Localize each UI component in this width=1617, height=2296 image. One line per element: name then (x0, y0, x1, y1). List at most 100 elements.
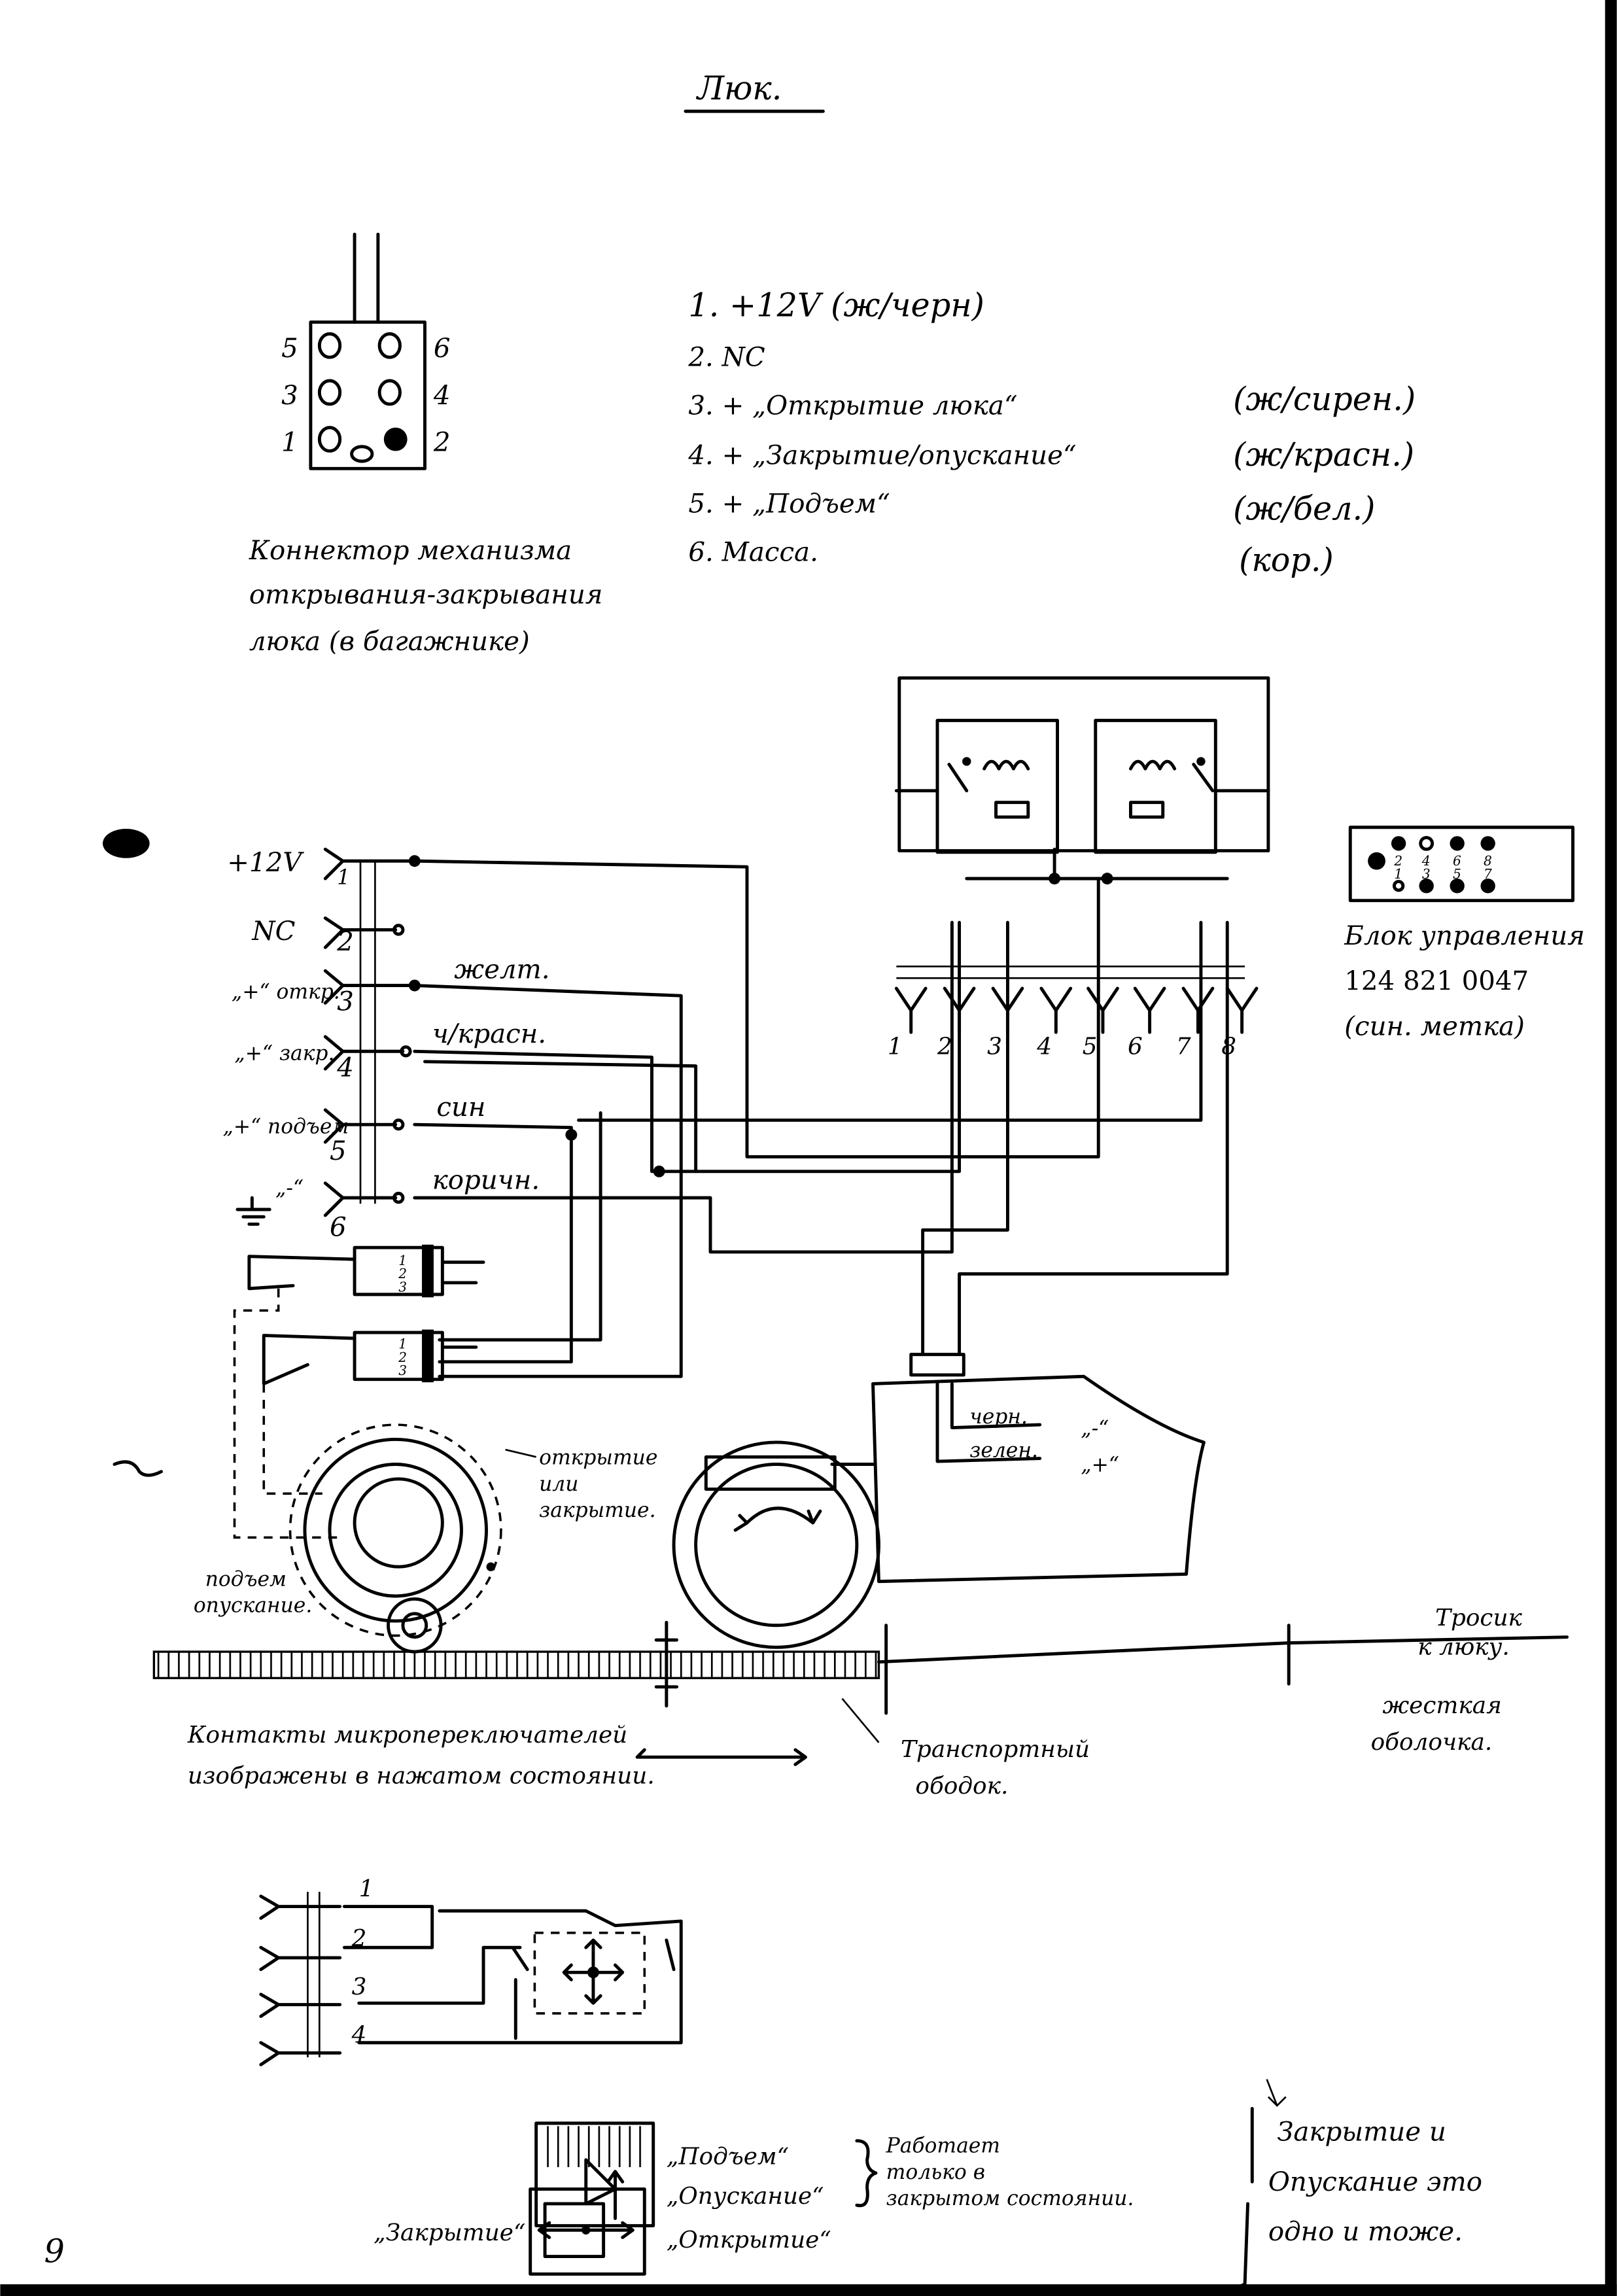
switch-pin-number: 2 (351, 1925, 367, 1952)
control-unit-label: Блок управления (1344, 920, 1585, 951)
control-unit-pin: 6 (1453, 853, 1461, 869)
legend-works-only: Работает (886, 2134, 1000, 2158)
pinout-wire-color: (ж/красн.) (1233, 436, 1414, 474)
page-number: 9 (44, 2233, 64, 2270)
legend-lower: „Опускание“ (667, 2183, 824, 2210)
connector-pin-label: 5 (281, 333, 298, 364)
relay-pin-number: 4 (1036, 1034, 1052, 1060)
wires (413, 847, 1245, 1378)
connector-pin-label: 3 (281, 380, 298, 411)
terminal-number: 6 (330, 1211, 347, 1242)
connector-drawing (309, 232, 426, 470)
legend-same-note: одно и тоже. (1268, 2216, 1463, 2247)
relay-pin-number: 5 (1083, 1034, 1098, 1060)
legend-close: „Закрытие“ (374, 2219, 525, 2246)
control-unit-pin: 5 (1453, 866, 1461, 882)
legend-works-only: закрытом состоянии. (886, 2187, 1134, 2210)
connector-pin-label: 4 (433, 380, 451, 411)
terminal-label: „-“ (275, 1177, 304, 1200)
scan-border-right (1605, 0, 1617, 2296)
control-unit-pin: 8 (1484, 853, 1492, 869)
contacts-note: Контакты микропереключателей (187, 1722, 627, 1748)
toothed-rack (152, 1650, 880, 1680)
microswitch-pin: 2 (398, 1266, 407, 1281)
pinout-item: 1. +12V (ж/черн) (688, 287, 984, 324)
terminal-label: „+“ откр. (232, 981, 340, 1004)
contacts-note: изображены в нажатом состоянии. (188, 1763, 655, 1790)
terminal-number: 4 (336, 1052, 354, 1083)
legend-brace (855, 2139, 878, 2208)
relay-pin-number: 1 (888, 1034, 903, 1060)
cam-label: закрытие. (539, 1499, 655, 1522)
stray-mark (113, 1460, 164, 1477)
wire-label-blue: син (436, 1092, 485, 1122)
cam-gear (288, 1423, 502, 1654)
scan-border-bottom (0, 2284, 1617, 2296)
wire-label-yellow: желт. (454, 954, 549, 984)
relay-pin-number: 6 (1128, 1034, 1143, 1060)
connector-caption: Коннектор механизма (249, 535, 572, 566)
microswitch-pin: 3 (398, 1363, 407, 1378)
pinout-wire-color: (ж/бел.) (1233, 490, 1375, 528)
rim-label: Транспортный (901, 1736, 1090, 1763)
pinout-item: 6. Масса. (688, 536, 818, 567)
switch-pin-number: 1 (359, 1875, 374, 1902)
legend-lift: „Подъем“ (667, 2144, 789, 2170)
terminal-number: 3 (337, 986, 354, 1017)
relay-pin-number: 3 (987, 1034, 1002, 1060)
motor (672, 1353, 1206, 1649)
legend-lift-lower-icon (534, 2121, 655, 2228)
motor-polarity-plus: „+“ (1081, 1453, 1119, 1477)
legend-same-note: Закрытие и (1277, 2117, 1446, 2148)
microswitches (233, 1244, 485, 1539)
connector-pin-label: 1 (281, 426, 298, 457)
pinout-wire-color: (кор.) (1239, 541, 1334, 579)
pinout-item: 4. + „Закрытие/опускание“ (687, 440, 1076, 471)
connector-caption: открывания-закрывания (249, 579, 603, 610)
terminal-number: 5 (330, 1136, 347, 1166)
microswitch-pin: 1 (398, 1336, 407, 1352)
switch-pin-number: 4 (351, 2022, 367, 2049)
relay-pin-number: 7 (1176, 1034, 1191, 1060)
relay-pin-number: 8 (1221, 1034, 1236, 1060)
cable-label: к люку. (1417, 1634, 1510, 1661)
legend-works-only: только в (886, 2161, 985, 2184)
legend-note-bracket (1236, 2107, 1254, 2289)
terminal-block (235, 847, 421, 1226)
pinout-item: 3. + „Открытие люка“ (688, 391, 1017, 421)
rim-label: ободок. (915, 1773, 1008, 1800)
connector-pin-label: 6 (434, 333, 451, 364)
microswitch-pin: 3 (398, 1279, 407, 1295)
lift-label: подъем (205, 1567, 287, 1591)
connector-caption: люка (в багажнике) (249, 626, 530, 657)
pinout-item: 5. + „Подъем“ (688, 488, 890, 519)
sheath-label: оболочка. (1371, 1729, 1493, 1756)
switch-diagram (259, 1892, 683, 2066)
ink-blot (103, 829, 150, 858)
motor-wire-green: зелен. (969, 1438, 1038, 1462)
wire-label-black-red: ч/красн. (432, 1018, 546, 1049)
legend-open-close-icon (529, 2187, 646, 2276)
cam-label: открытие (539, 1446, 657, 1470)
relay-pin-number: 2 (937, 1034, 952, 1060)
terminal-number: 2 (336, 926, 354, 957)
pinout-item: 2. NC (687, 342, 765, 373)
terminal-label: „+“ закр. (235, 1042, 335, 1066)
wire-label-brown: коричн. (432, 1165, 540, 1196)
relay-unit (894, 676, 1270, 854)
control-unit-pin: 3 (1422, 866, 1431, 882)
sheath-label: жесткая (1383, 1692, 1502, 1719)
lift-label: опускание. (194, 1594, 312, 1618)
legend-same-note: Опускание это (1268, 2166, 1482, 2197)
terminal-number: 1 (337, 866, 350, 890)
legend-open: „Открытие“ (667, 2227, 831, 2253)
pinout-wire-color: (ж/сирен.) (1233, 380, 1416, 418)
terminal-label: NC (251, 916, 295, 947)
cam-label: или (539, 1472, 578, 1496)
relay-connector-pins (894, 986, 1259, 1034)
terminal-label: +12V (227, 847, 304, 878)
control-unit-pin: 4 (1421, 853, 1431, 869)
microswitch-pin: 2 (398, 1349, 407, 1365)
control-unit-pin: 2 (1393, 853, 1402, 869)
control-unit-part-number: 124 821 0047 (1344, 965, 1529, 996)
